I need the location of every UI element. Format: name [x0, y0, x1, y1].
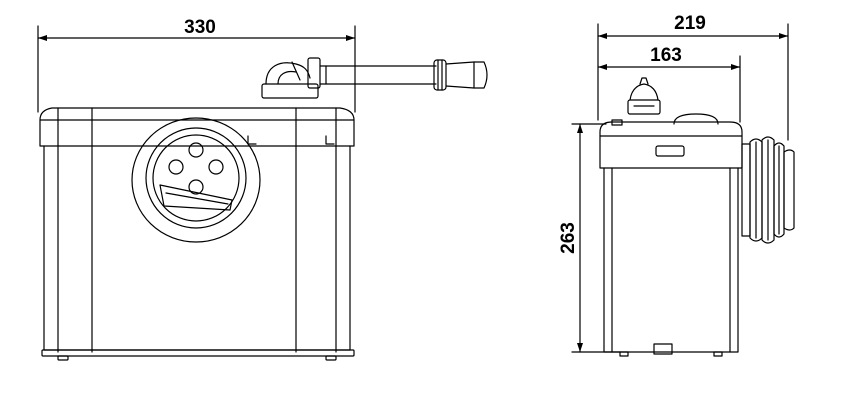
front-width-dimension: 330	[37, 17, 356, 113]
side-total-depth-dimension: 219	[597, 13, 789, 141]
height-label: 263	[558, 222, 579, 254]
side-top-fittings	[611, 77, 719, 126]
side-body-depth-label: 163	[650, 45, 682, 66]
front-view: 330	[37, 17, 488, 361]
side-bellows-inlet	[741, 136, 795, 244]
side-body	[599, 121, 743, 357]
front-width-label: 330	[184, 17, 216, 38]
side-total-depth-label: 219	[674, 13, 706, 34]
side-body-depth-dimension: 163	[597, 45, 741, 123]
height-dimension: 263	[558, 123, 621, 353]
outlet-pipe	[261, 57, 488, 99]
inlet-port	[131, 117, 261, 243]
side-view: 219 163 263	[558, 13, 795, 357]
front-body	[39, 107, 355, 361]
